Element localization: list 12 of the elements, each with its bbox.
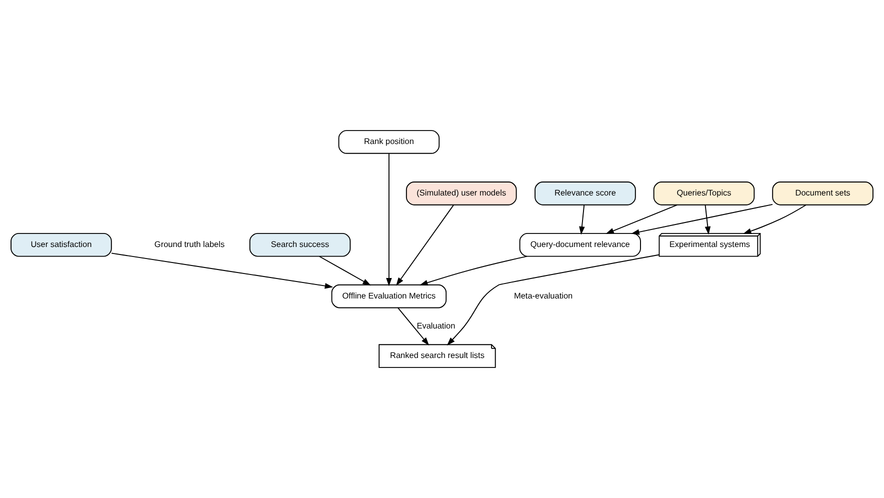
arrow [111,252,334,289]
arrow [396,204,454,286]
arrow [446,254,660,346]
arrow [704,204,711,235]
arrow [420,256,528,286]
arrow [386,153,392,286]
arrow [579,204,585,235]
arrow [631,204,773,235]
arrow [398,307,430,346]
arrow [743,204,806,234]
arrow [318,256,371,286]
arrow [606,204,678,234]
